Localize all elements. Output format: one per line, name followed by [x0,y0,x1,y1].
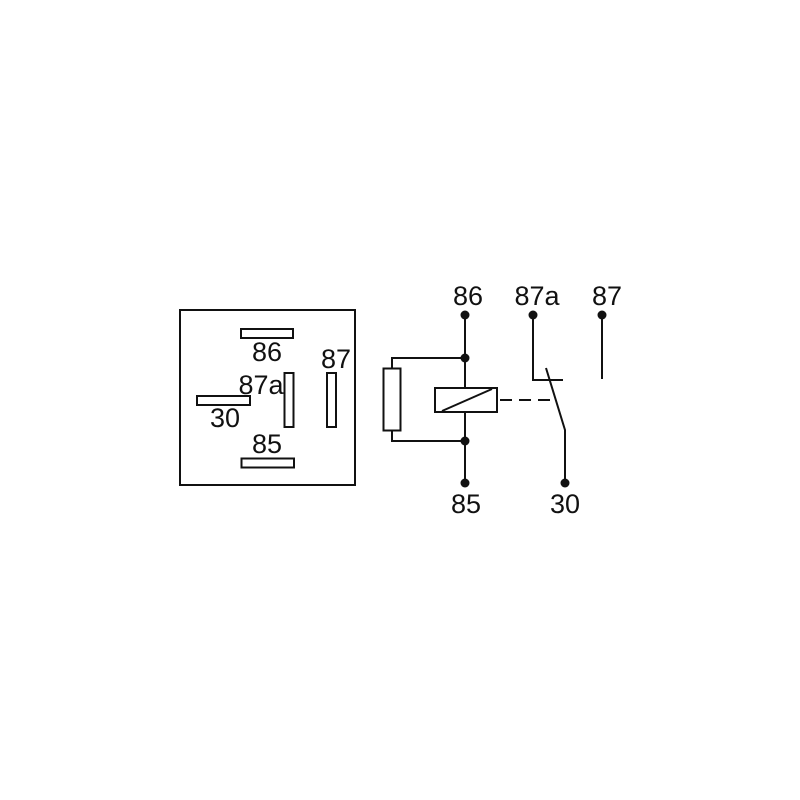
terminal-dot-87a [528,310,538,320]
switch-armature [545,367,566,483]
junction-dot-bottom [460,436,470,446]
pin-label-87: 87 [321,344,351,374]
pin-slot-87 [326,372,337,428]
pin-label-30: 30 [210,403,240,433]
coil-diagonal [441,388,493,412]
wire-87a-contact [532,315,563,381]
terminal-dot-85 [460,478,470,488]
junction-dot-top [460,353,470,363]
terminal-label-87a: 87a [514,281,560,311]
pin-slot-86 [240,328,294,339]
terminal-label-85: 85 [451,489,481,519]
terminal-label-87: 87 [592,281,622,311]
resistor-body [382,367,402,432]
pin-slot-30 [196,395,251,406]
terminal-label-30: 30 [550,489,580,519]
pin-slot-87a [283,372,295,428]
terminal-dot-87 [597,310,607,320]
pin-label-85: 85 [252,429,282,459]
socket-pinout-view: 86 87 87a 30 85 [179,309,356,486]
terminal-dot-86 [460,310,470,320]
pin-label-87a: 87a [238,370,284,400]
pin-label-86: 86 [252,337,282,367]
terminal-label-86: 86 [453,281,483,311]
terminal-dot-30 [560,478,570,488]
pin-slot-85 [240,457,295,469]
relay-schematic: 86 87a 87 85 30 [382,281,622,519]
